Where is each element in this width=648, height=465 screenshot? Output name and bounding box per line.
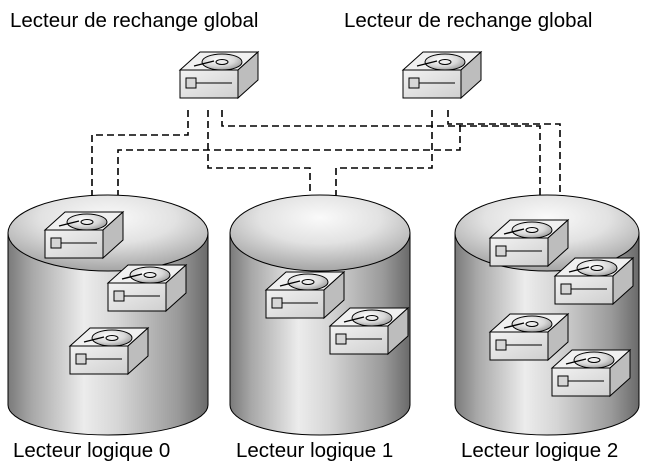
hard-drive-icon (554, 257, 634, 305)
connector-spare1-ld2-a (221, 110, 541, 196)
logical-drive-1 (229, 194, 411, 436)
hard-drive-icon (551, 349, 631, 397)
hard-drive-icon (44, 211, 124, 259)
hard-drive-icon (69, 327, 149, 375)
hard-drive-icon (489, 219, 569, 267)
hard-drive-icon (329, 307, 409, 355)
connector-spare1-ld0-a (91, 110, 189, 196)
logical-drive-0 (7, 194, 209, 436)
connector-spare1-ld0-b (117, 125, 461, 196)
hard-drive-icon (402, 51, 482, 99)
hard-drive-icon (179, 51, 259, 99)
logical-drive-label-2: Lecteur logique 2 (461, 439, 618, 462)
global-spare-drive-2 (402, 51, 482, 99)
spare-label-2: Lecteur de rechange global (344, 9, 592, 32)
logical-drive-2 (454, 194, 640, 436)
connector-spare2-ld1-b (335, 110, 433, 196)
connector-lines (91, 110, 561, 196)
hard-drive-icon (265, 271, 345, 319)
logical-drive-label-0: Lecteur logique 0 (13, 439, 170, 462)
hard-drive-icon (107, 264, 187, 312)
global-spare-drive-1 (179, 51, 259, 99)
hard-drive-icon (489, 313, 569, 361)
logical-drive-top (229, 194, 411, 272)
connector-spare2-ld2-b (447, 110, 561, 196)
logical-drive-label-1: Lecteur logique 1 (236, 439, 393, 462)
connector-spare1-ld1-a (207, 110, 311, 196)
spare-label-1: Lecteur de rechange global (10, 9, 258, 32)
